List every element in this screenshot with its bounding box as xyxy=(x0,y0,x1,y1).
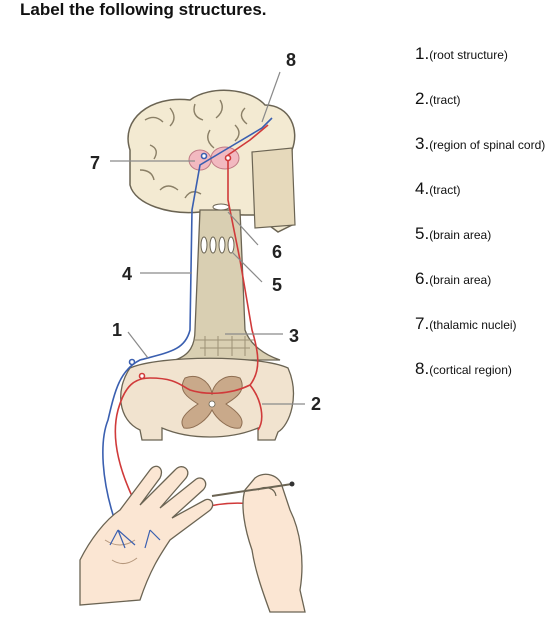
answer-item-1: 1.(root structure) xyxy=(415,44,508,64)
label-2: 2 xyxy=(311,394,321,414)
answer-hint: (root structure) xyxy=(429,48,508,62)
answer-item-3: 3.(region of spinal cord) xyxy=(415,134,545,154)
answer-item-5: 5.(brain area) xyxy=(415,224,491,244)
label-1: 1 xyxy=(112,320,122,340)
answer-hint: (tract) xyxy=(429,183,460,197)
answer-number: 6. xyxy=(415,269,429,288)
label-4: 4 xyxy=(122,264,132,284)
answer-item-6: 6.(brain area) xyxy=(415,269,491,289)
label-3: 3 xyxy=(289,326,299,346)
answer-hint: (thalamic nuclei) xyxy=(429,318,516,332)
answer-hint: (brain area) xyxy=(429,228,491,242)
answer-item-7: 7.(thalamic nuclei) xyxy=(415,314,517,334)
label-7: 7 xyxy=(90,153,100,173)
answer-item-8: 8.(cortical region) xyxy=(415,359,512,379)
label-6: 6 xyxy=(272,242,282,262)
spinal-cord-cross-section xyxy=(121,358,294,440)
label-8: 8 xyxy=(286,50,296,70)
answer-hint: (tract) xyxy=(429,93,460,107)
answer-number: 2. xyxy=(415,89,429,108)
left-hand xyxy=(80,466,213,605)
answer-hint: (cortical region) xyxy=(429,363,512,377)
answer-hint: (region of spinal cord) xyxy=(429,138,545,152)
answer-number: 5. xyxy=(415,224,429,243)
answer-item-4: 4.(tract) xyxy=(415,179,461,199)
answer-hint: (brain area) xyxy=(429,273,491,287)
answer-number: 4. xyxy=(415,179,429,198)
label-5: 5 xyxy=(272,275,282,295)
answer-number: 7. xyxy=(415,314,429,333)
right-hand-with-pin xyxy=(212,474,305,612)
answer-number: 8. xyxy=(415,359,429,378)
answer-item-2: 2.(tract) xyxy=(415,89,461,109)
answer-number: 1. xyxy=(415,44,429,63)
answer-number: 3. xyxy=(415,134,429,153)
